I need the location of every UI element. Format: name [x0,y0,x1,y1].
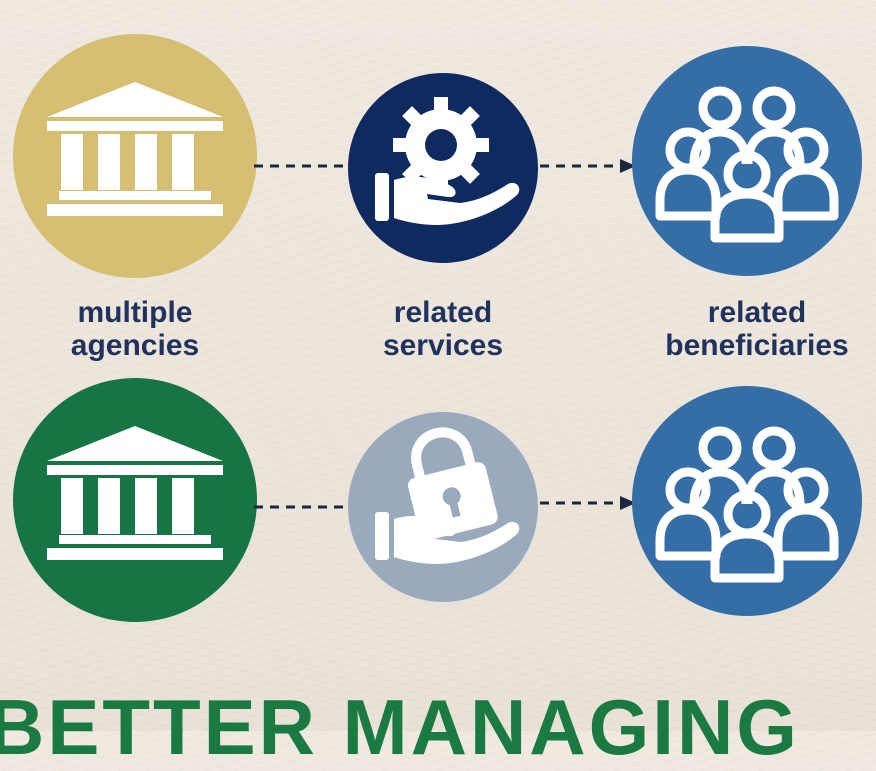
service-circle-navy [348,73,538,263]
hand-gear-icon [375,97,520,225]
people-group-icon [655,426,839,583]
government-building-icon [47,82,223,216]
dashed-connector [254,164,354,168]
hand-padlock-icon [375,427,520,564]
dashed-arrow-connector [540,496,636,510]
dashed-connector [254,505,354,509]
beneficiary-circle-blue [632,46,862,276]
beneficiary-circle-blue [632,386,862,616]
agency-circle-gold [13,34,257,278]
dashed-arrow-connector [540,159,636,173]
headline: BETTER MANAGING [0,683,800,771]
agency-circle-green [13,378,257,622]
government-building-icon [47,426,223,560]
people-group-icon [655,86,839,243]
service-circle-slate [348,412,538,602]
